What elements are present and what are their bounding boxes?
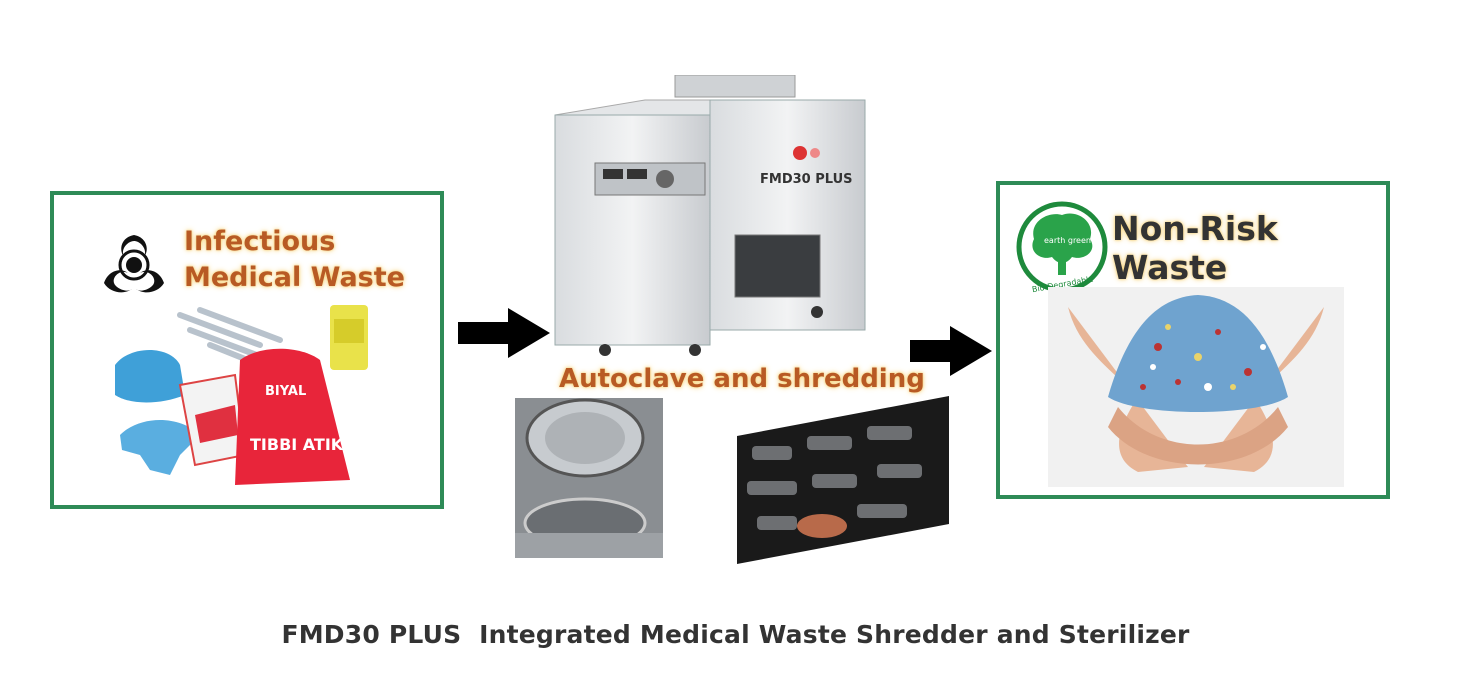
- medical-waste-illustration: BIYAL TIBBI ATIK: [115, 305, 368, 485]
- bag-text-2: TIBBI ATIK: [250, 435, 344, 454]
- non-risk-waste-panel: earth green Bio-Degradable Non-Risk Wast…: [996, 181, 1390, 499]
- arrow-right-icon: [458, 308, 550, 358]
- infectious-title-line1: Infectious: [184, 226, 336, 257]
- biohazard-icon: [104, 235, 164, 293]
- process-label: Autoclave and shredding: [559, 364, 925, 394]
- machine-model-label: FMD30 PLUS: [760, 172, 853, 187]
- infectious-waste-panel: Infectious Medical Waste BIYAL TIBBI ATI…: [50, 191, 444, 509]
- autoclave-chamber-image: [515, 398, 663, 558]
- logo-top-text: earth green: [1044, 236, 1091, 245]
- infectious-title-line2: Medical Waste: [184, 262, 405, 293]
- shredder-sterilizer-machine: FMD30 PLUS: [554, 75, 866, 356]
- shredder-blades-image: [737, 396, 949, 564]
- tree-logo-icon: earth green Bio-Degradable: [1016, 201, 1108, 294]
- figure-caption: FMD30 PLUS Integrated Medical Waste Shre…: [281, 620, 1190, 649]
- arrow-right-icon: [910, 326, 992, 376]
- bag-text-1: BIYAL: [265, 384, 306, 399]
- non-risk-title: Non-Risk Waste: [1112, 209, 1278, 287]
- shredded-waste-in-hands-image: [1048, 287, 1344, 487]
